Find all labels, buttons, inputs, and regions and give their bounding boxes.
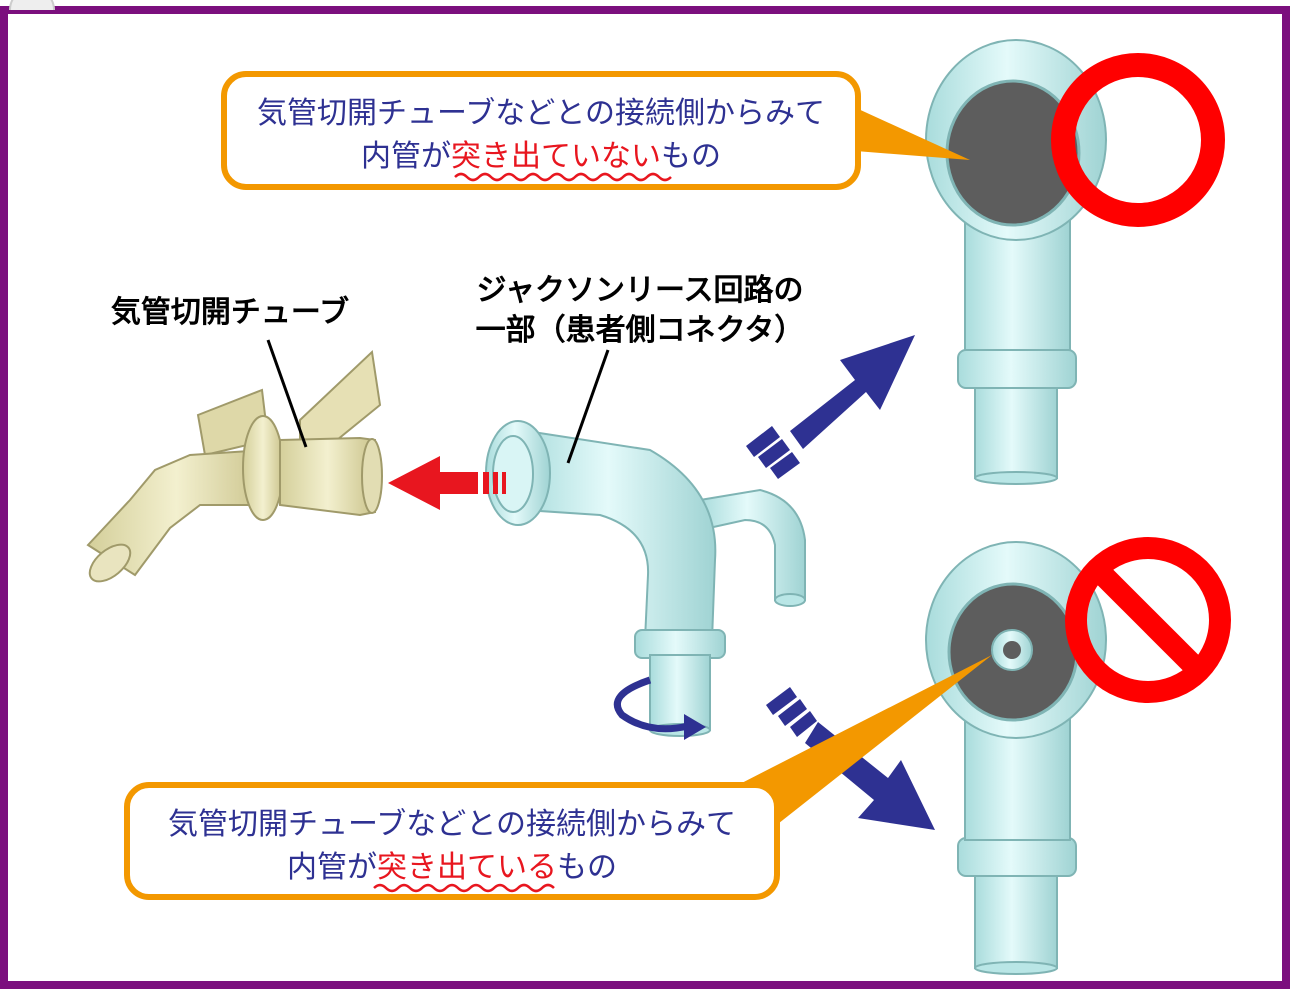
callout-ok: 気管切開チューブなどとの接続側からみて 内管が突き出ていないもの [221, 71, 970, 190]
label-jackson-line2: 一部（患者側コネクタ） [476, 313, 805, 348]
label-jackson-line1: ジャクソンリース回路の [477, 273, 804, 308]
jackson-connector-3d [485, 420, 806, 737]
red-arrow-left [388, 456, 506, 510]
leader-trach [266, 339, 308, 448]
ok-circle-icon [1051, 53, 1225, 227]
arrow-up-right [746, 335, 915, 479]
purple-frame [0, 6, 1290, 989]
callout-ng: 気管切開チューブなどとの接続側からみて 内管が突き出ているもの [124, 655, 992, 900]
prohibited-icon [1065, 537, 1231, 703]
connector-top-view [925, 39, 1107, 485]
callout-ng-line1: 気管切開チューブなどとの接続側からみて [168, 807, 736, 842]
callout-ok-line1: 気管切開チューブなどとの接続側からみて [257, 96, 825, 131]
callout-ng-line2: 内管が突き出ているもの [287, 850, 617, 885]
label-trach-tube: 気管切開チューブ [111, 295, 349, 330]
wavy-underline-ok [454, 172, 672, 182]
trach-tube-3d [86, 349, 383, 583]
wavy-underline-ng [373, 883, 555, 893]
corner-tab [9, 0, 55, 11]
rotation-arrow-icon [614, 676, 706, 740]
connector-bottom-view [925, 541, 1107, 975]
callout-ok-line2: 内管が突き出ていないもの [361, 139, 721, 174]
leader-jackson [566, 349, 610, 464]
